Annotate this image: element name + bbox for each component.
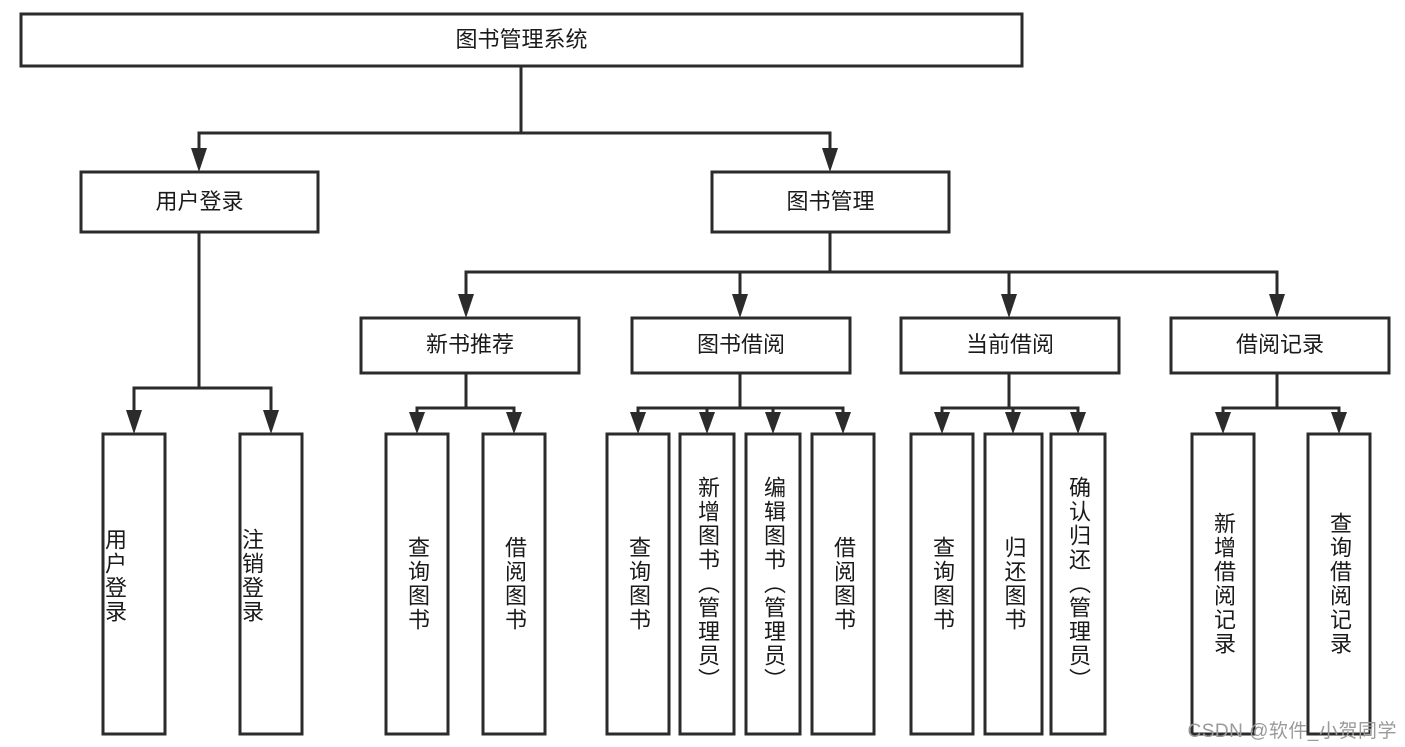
arrowhead-book-manage xyxy=(822,148,838,172)
node-leaf-borrow-book-1-box[interactable] xyxy=(481,432,547,736)
watermark-text: CSDN @软件_小贺同学 xyxy=(1187,721,1397,742)
arrowhead-user-login xyxy=(191,148,207,172)
node-current-borrow-label: 当前借阅 xyxy=(966,332,1054,357)
node-current-borrow-box[interactable] xyxy=(899,316,1121,375)
node-leaf-query-record-box[interactable] xyxy=(1306,432,1372,736)
node-leaf-confirm-return-box[interactable] xyxy=(1049,432,1107,736)
node-book-borrow-box[interactable] xyxy=(630,316,852,375)
node-current-borrow[interactable]: 当前借阅 xyxy=(899,316,1121,375)
node-borrow-record[interactable]: 借阅记录 xyxy=(1169,316,1391,375)
arrowhead-leaf-query-book-2 xyxy=(630,412,646,434)
arrowhead-leaf-confirm-return xyxy=(1070,412,1086,434)
connector-group-root xyxy=(191,64,838,172)
connector-group-book-borrow xyxy=(630,371,851,434)
node-user-login-box[interactable] xyxy=(79,170,320,234)
node-leaf-logout-login-box[interactable] xyxy=(238,432,304,736)
node-leaf-return-book-box[interactable] xyxy=(983,432,1044,736)
arrowhead-leaf-query-record xyxy=(1331,412,1347,434)
node-new-book-recommend[interactable]: 新书推荐 xyxy=(359,316,581,375)
connector-group-borrow-record xyxy=(1215,371,1347,434)
node-borrow-record-label: 借阅记录 xyxy=(1236,332,1324,357)
node-leaf-borrow-book-2-box[interactable] xyxy=(810,432,876,736)
node-book-manage-box[interactable] xyxy=(710,170,951,234)
node-leaf-query-book-1-box[interactable] xyxy=(384,432,450,736)
node-book-borrow[interactable]: 图书借阅 xyxy=(630,316,852,375)
arrowhead-leaf-query-book-3 xyxy=(934,412,950,434)
node-new-book-recommend-box[interactable] xyxy=(359,316,581,375)
connector-group-new-book-recommend xyxy=(409,371,522,434)
node-book-manage[interactable]: 图书管理 xyxy=(710,170,951,234)
connector-group-book-manage xyxy=(458,230,1285,318)
node-user-login[interactable]: 用户登录 xyxy=(79,170,320,234)
arrowhead-leaf-borrow-book-2 xyxy=(835,412,851,434)
connector-group-user-login xyxy=(126,230,279,434)
arrowhead-leaf-user-login xyxy=(126,410,142,434)
node-root-box[interactable] xyxy=(19,12,1024,68)
node-book-manage-label: 图书管理 xyxy=(786,189,874,214)
connector-group-current-borrow xyxy=(934,371,1086,434)
node-borrow-record-box[interactable] xyxy=(1169,316,1391,375)
leaf-boxes xyxy=(101,432,1372,736)
arrowhead-leaf-add-record xyxy=(1215,412,1231,434)
node-leaf-add-book-box[interactable] xyxy=(678,432,736,736)
arrowhead-leaf-edit-book xyxy=(765,412,781,434)
node-leaf-query-book-2-box[interactable] xyxy=(605,432,671,736)
node-root[interactable]: 图书管理系统 xyxy=(19,12,1024,68)
arrowhead-current-borrow xyxy=(1001,294,1017,318)
node-book-borrow-label: 图书借阅 xyxy=(697,332,785,357)
node-leaf-add-record-box[interactable] xyxy=(1190,432,1256,736)
arrowhead-leaf-logout-login xyxy=(263,410,279,434)
arrowhead-leaf-borrow-book-1 xyxy=(506,412,522,434)
node-leaf-user-login-box[interactable] xyxy=(101,432,167,736)
node-root-label: 图书管理系统 xyxy=(455,27,587,52)
node-user-login-label: 用户登录 xyxy=(155,189,243,214)
arrowhead-leaf-query-book-1 xyxy=(409,412,425,434)
arrowhead-new-book-recommend xyxy=(458,294,474,318)
node-leaf-query-book-3-box[interactable] xyxy=(909,432,975,736)
node-leaf-edit-book-box[interactable] xyxy=(744,432,802,736)
arrowhead-leaf-return-book xyxy=(1005,412,1021,434)
node-new-book-recommend-label: 新书推荐 xyxy=(426,332,514,357)
arrowhead-book-borrow xyxy=(732,294,748,318)
arrowhead-borrow-record xyxy=(1269,294,1285,318)
arrowhead-leaf-add-book xyxy=(699,412,715,434)
